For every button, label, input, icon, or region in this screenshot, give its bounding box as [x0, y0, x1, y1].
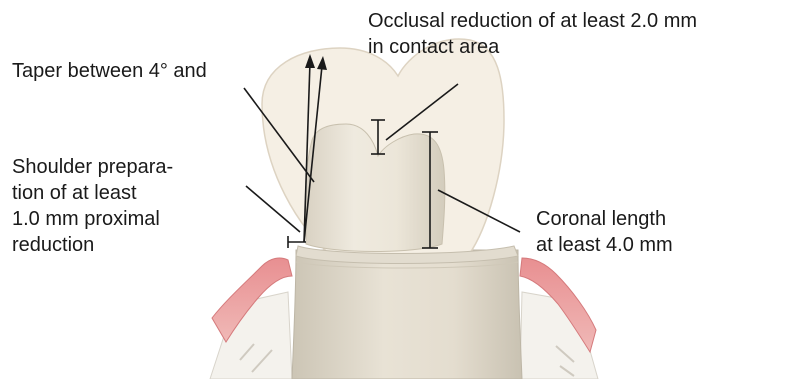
- taper-arrowhead-right: [317, 56, 327, 70]
- taper-arrowhead-left: [305, 54, 315, 68]
- taper-label-line-1: Taper between 4° and: [12, 58, 207, 84]
- shoulder-label-line-2: tion of at least: [12, 180, 173, 206]
- coronal-label-line-1: Coronal length: [536, 206, 673, 232]
- coronal-label-line-2: at least 4.0 mm: [536, 232, 673, 258]
- occlusal-label-line-1: Occlusal reduction of at least 2.0 mm: [368, 8, 697, 34]
- coronal-length-label: Coronal length at least 4.0 mm: [536, 206, 673, 258]
- taper-leader-line: [244, 88, 314, 182]
- coronal-leader-line: [438, 190, 520, 232]
- occlusal-reduction-label: Occlusal reduction of at least 2.0 mm in…: [368, 8, 697, 60]
- taper-label: Taper between 4° and: [12, 58, 207, 84]
- shoulder-label-line-4: reduction: [12, 232, 173, 258]
- occlusal-label-line-2: in contact area: [368, 34, 697, 60]
- shoulder-label-line-1: Shoulder prepara-: [12, 154, 173, 180]
- shoulder-label-line-3: 1.0 mm proximal: [12, 206, 173, 232]
- shoulder-leader-line: [246, 186, 300, 232]
- shoulder-preparation-label: Shoulder prepara- tion of at least 1.0 m…: [12, 154, 173, 258]
